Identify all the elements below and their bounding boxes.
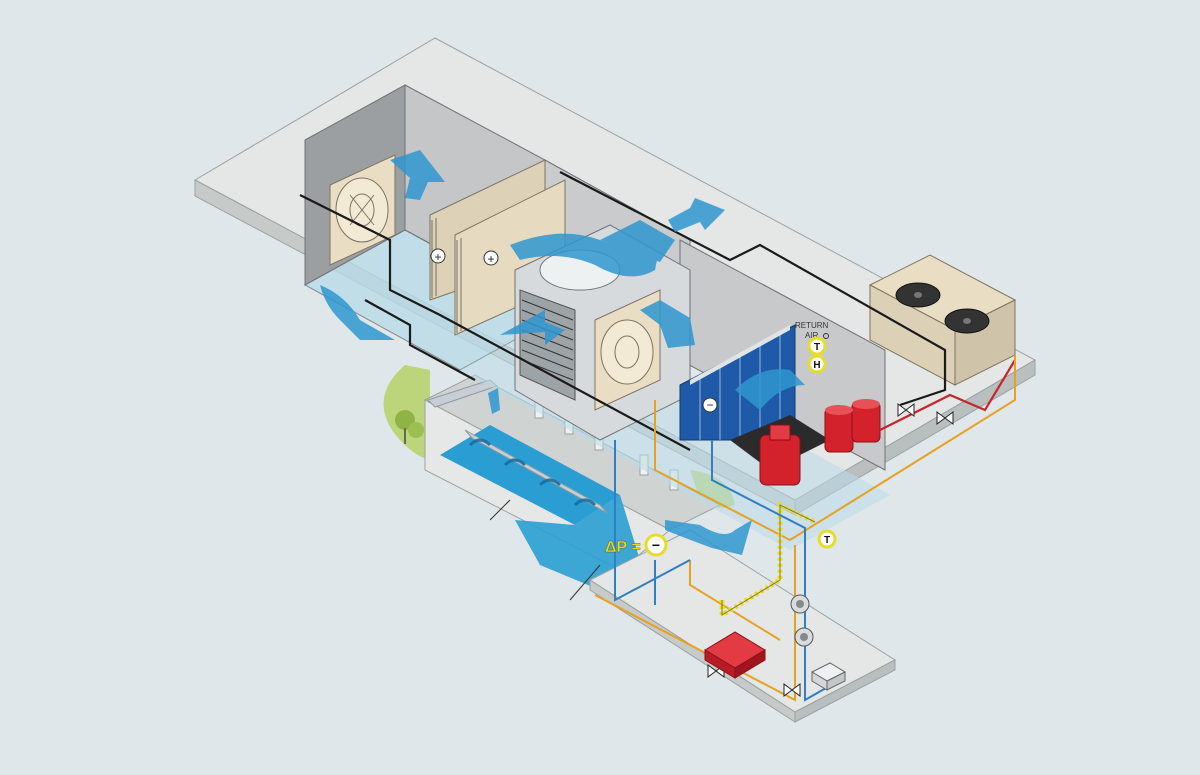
- temperature-sensor-icon-2: T: [817, 529, 837, 549]
- return-air-label: RETURN AIR: [795, 321, 829, 340]
- delta-p-label: ΔP =: [605, 539, 641, 556]
- condenser-fan-icon: [895, 282, 990, 334]
- fan-icon-2: [594, 289, 661, 411]
- airflow-arrow-icon: [320, 150, 805, 555]
- tree-icon: [395, 410, 424, 444]
- humidity-sensor-label: H: [813, 360, 820, 371]
- delta-p-minus: −: [652, 537, 660, 553]
- condenser-unit: [868, 254, 1017, 386]
- coil-heating-symbol-2: +: [487, 252, 494, 266]
- ground-slab: [588, 529, 897, 723]
- pump-icon: [759, 399, 881, 486]
- boiler-unit: [704, 631, 766, 679]
- temperature-sensor-icon: T: [807, 336, 827, 356]
- valve-icon: [707, 403, 954, 697]
- pump-icon-2: [790, 594, 814, 647]
- pool-water-lower: [515, 495, 640, 590]
- return-air-label-line1: RETURN: [795, 321, 829, 330]
- pointer-lines: [489, 499, 601, 601]
- coil-cooling-symbol: −: [706, 398, 713, 412]
- pool-water: [440, 425, 620, 525]
- temperature-sensor-label-2: T: [824, 535, 830, 546]
- temperature-sensor-label: T: [814, 342, 820, 353]
- piping: [299, 171, 1016, 702]
- pressure-sensor-icon: ΔP = −: [605, 533, 668, 557]
- humidity-sensor-icon: H: [807, 354, 827, 374]
- expansion-tank: [810, 662, 847, 691]
- fan-icon: [329, 154, 396, 266]
- return-air-label-line2: AIR: [805, 331, 819, 340]
- airflow-arrow-icon-pool: [468, 438, 597, 507]
- cooling-coil: −: [679, 324, 796, 441]
- coil-heating-symbol: +: [434, 250, 441, 264]
